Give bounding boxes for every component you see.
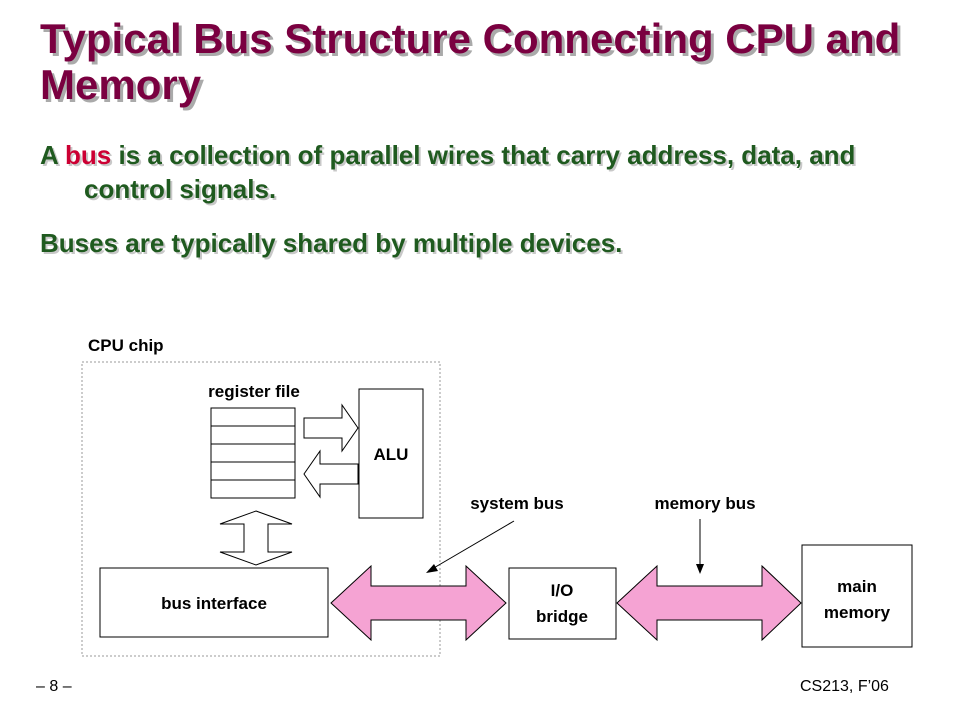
memory-bus-label: memory bus [654,494,755,513]
io-bridge-box [508,567,617,640]
system-bus-pointer-head [426,564,438,573]
slide-title: Typical Bus Structure Connecting CPU and… [40,15,901,108]
system-bus [330,564,507,642]
system-bus-label: system bus [470,494,564,513]
cpu-chip-label: CPU chip [88,336,164,355]
main-memory-label-line2: memory [824,603,891,622]
course-label: CS213, F’06 [800,678,889,695]
bus-highlight: bus [65,140,112,170]
bus-interface-box [99,567,329,638]
bullet-shared-buses: Buses are typically shared by multiple d… [40,228,623,258]
cpu-chip-boundary [81,361,441,657]
system-bus-pointer [431,520,515,570]
bullet-rest: is a collection of parallel wires that c… [84,140,856,204]
bullet-bus-definition: A bus is a collection of parallel wires … [40,138,904,206]
arrow-regfile-businterface [219,510,293,566]
register-file [210,407,296,499]
alu-box [358,388,424,519]
arrow-alu-to-regfile [303,449,359,499]
arrow-regfile-to-alu [303,403,359,453]
memory-bus [616,564,802,642]
main-memory-box [801,544,913,648]
bullet-prefix: A [40,140,66,170]
page-number: – 8 – [36,678,72,695]
io-bridge-label-line1: I/O [551,581,574,600]
memory-bus-pointer-head [696,564,704,574]
io-bridge-label-line2: bridge [536,607,588,626]
register-file-label: register file [208,382,300,401]
main-memory-label-line1: main [837,577,877,596]
bus-interface-label: bus interface [161,594,267,613]
alu-label: ALU [374,445,409,464]
